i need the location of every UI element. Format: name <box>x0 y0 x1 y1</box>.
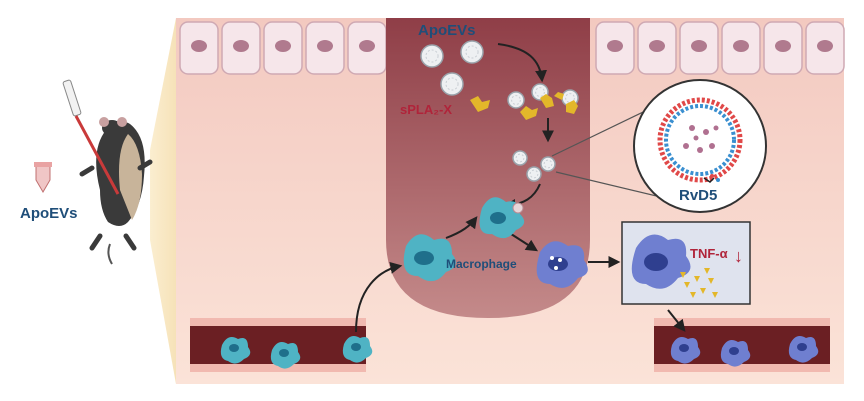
macrophage-icon <box>536 241 588 288</box>
cell-nucleus <box>691 40 707 52</box>
macrophage-icon <box>479 197 525 239</box>
epithelium <box>179 21 845 75</box>
macrophage-icon <box>220 337 251 364</box>
mouse-icon <box>79 117 153 265</box>
rvd5-zoom <box>633 79 767 213</box>
cell-nucleus <box>817 40 833 52</box>
tnf-down-arrow: ↓ <box>734 246 743 266</box>
vesicle-icon <box>440 72 464 96</box>
syringe-icon <box>62 79 120 195</box>
apoevs-top-label: ApoEVs <box>418 22 476 39</box>
spla2-label: sPLA₂-X <box>400 102 452 117</box>
vesicle-icon <box>420 44 444 68</box>
cell-nucleus <box>317 40 333 52</box>
macrophage-icon <box>788 336 819 363</box>
cell-nucleus <box>359 40 375 52</box>
flow-arrow <box>667 309 686 332</box>
macrophage-icon <box>670 337 701 364</box>
cell-nucleus <box>607 40 623 52</box>
macrophage-icon <box>403 234 456 282</box>
vesicle-icon <box>540 156 556 172</box>
recruitment-arrow <box>355 262 403 333</box>
flow-arrow <box>497 43 548 83</box>
cell-nucleus <box>275 40 291 52</box>
cytokine-icon <box>680 268 718 298</box>
zoom-beam <box>150 18 176 384</box>
vesicle-icon <box>512 150 528 166</box>
vesicle-icon <box>460 40 484 64</box>
tnf-box <box>621 221 751 305</box>
macrophage-label: Macrophage <box>446 257 517 271</box>
apoevs-left-label: ApoEVs <box>20 205 78 222</box>
tnf-label: TNF-α <box>690 246 728 261</box>
rvd5-label: RvD5 <box>679 187 717 204</box>
macrophage-icon <box>270 342 301 369</box>
spla2-enzymes <box>470 92 578 120</box>
tube-icon <box>34 162 52 193</box>
flow-arrow <box>507 231 539 252</box>
cell-nucleus <box>233 40 249 52</box>
cell-nucleus <box>733 40 749 52</box>
cell-nucleus <box>649 40 665 52</box>
cell-nucleus <box>775 40 791 52</box>
vesicle-icon <box>526 166 542 182</box>
cell-nucleus <box>191 40 207 52</box>
macrophage-icon <box>720 340 751 367</box>
flow-arrow <box>445 216 478 239</box>
vesicle-icon <box>507 91 525 109</box>
macrophage-icon <box>342 336 373 363</box>
